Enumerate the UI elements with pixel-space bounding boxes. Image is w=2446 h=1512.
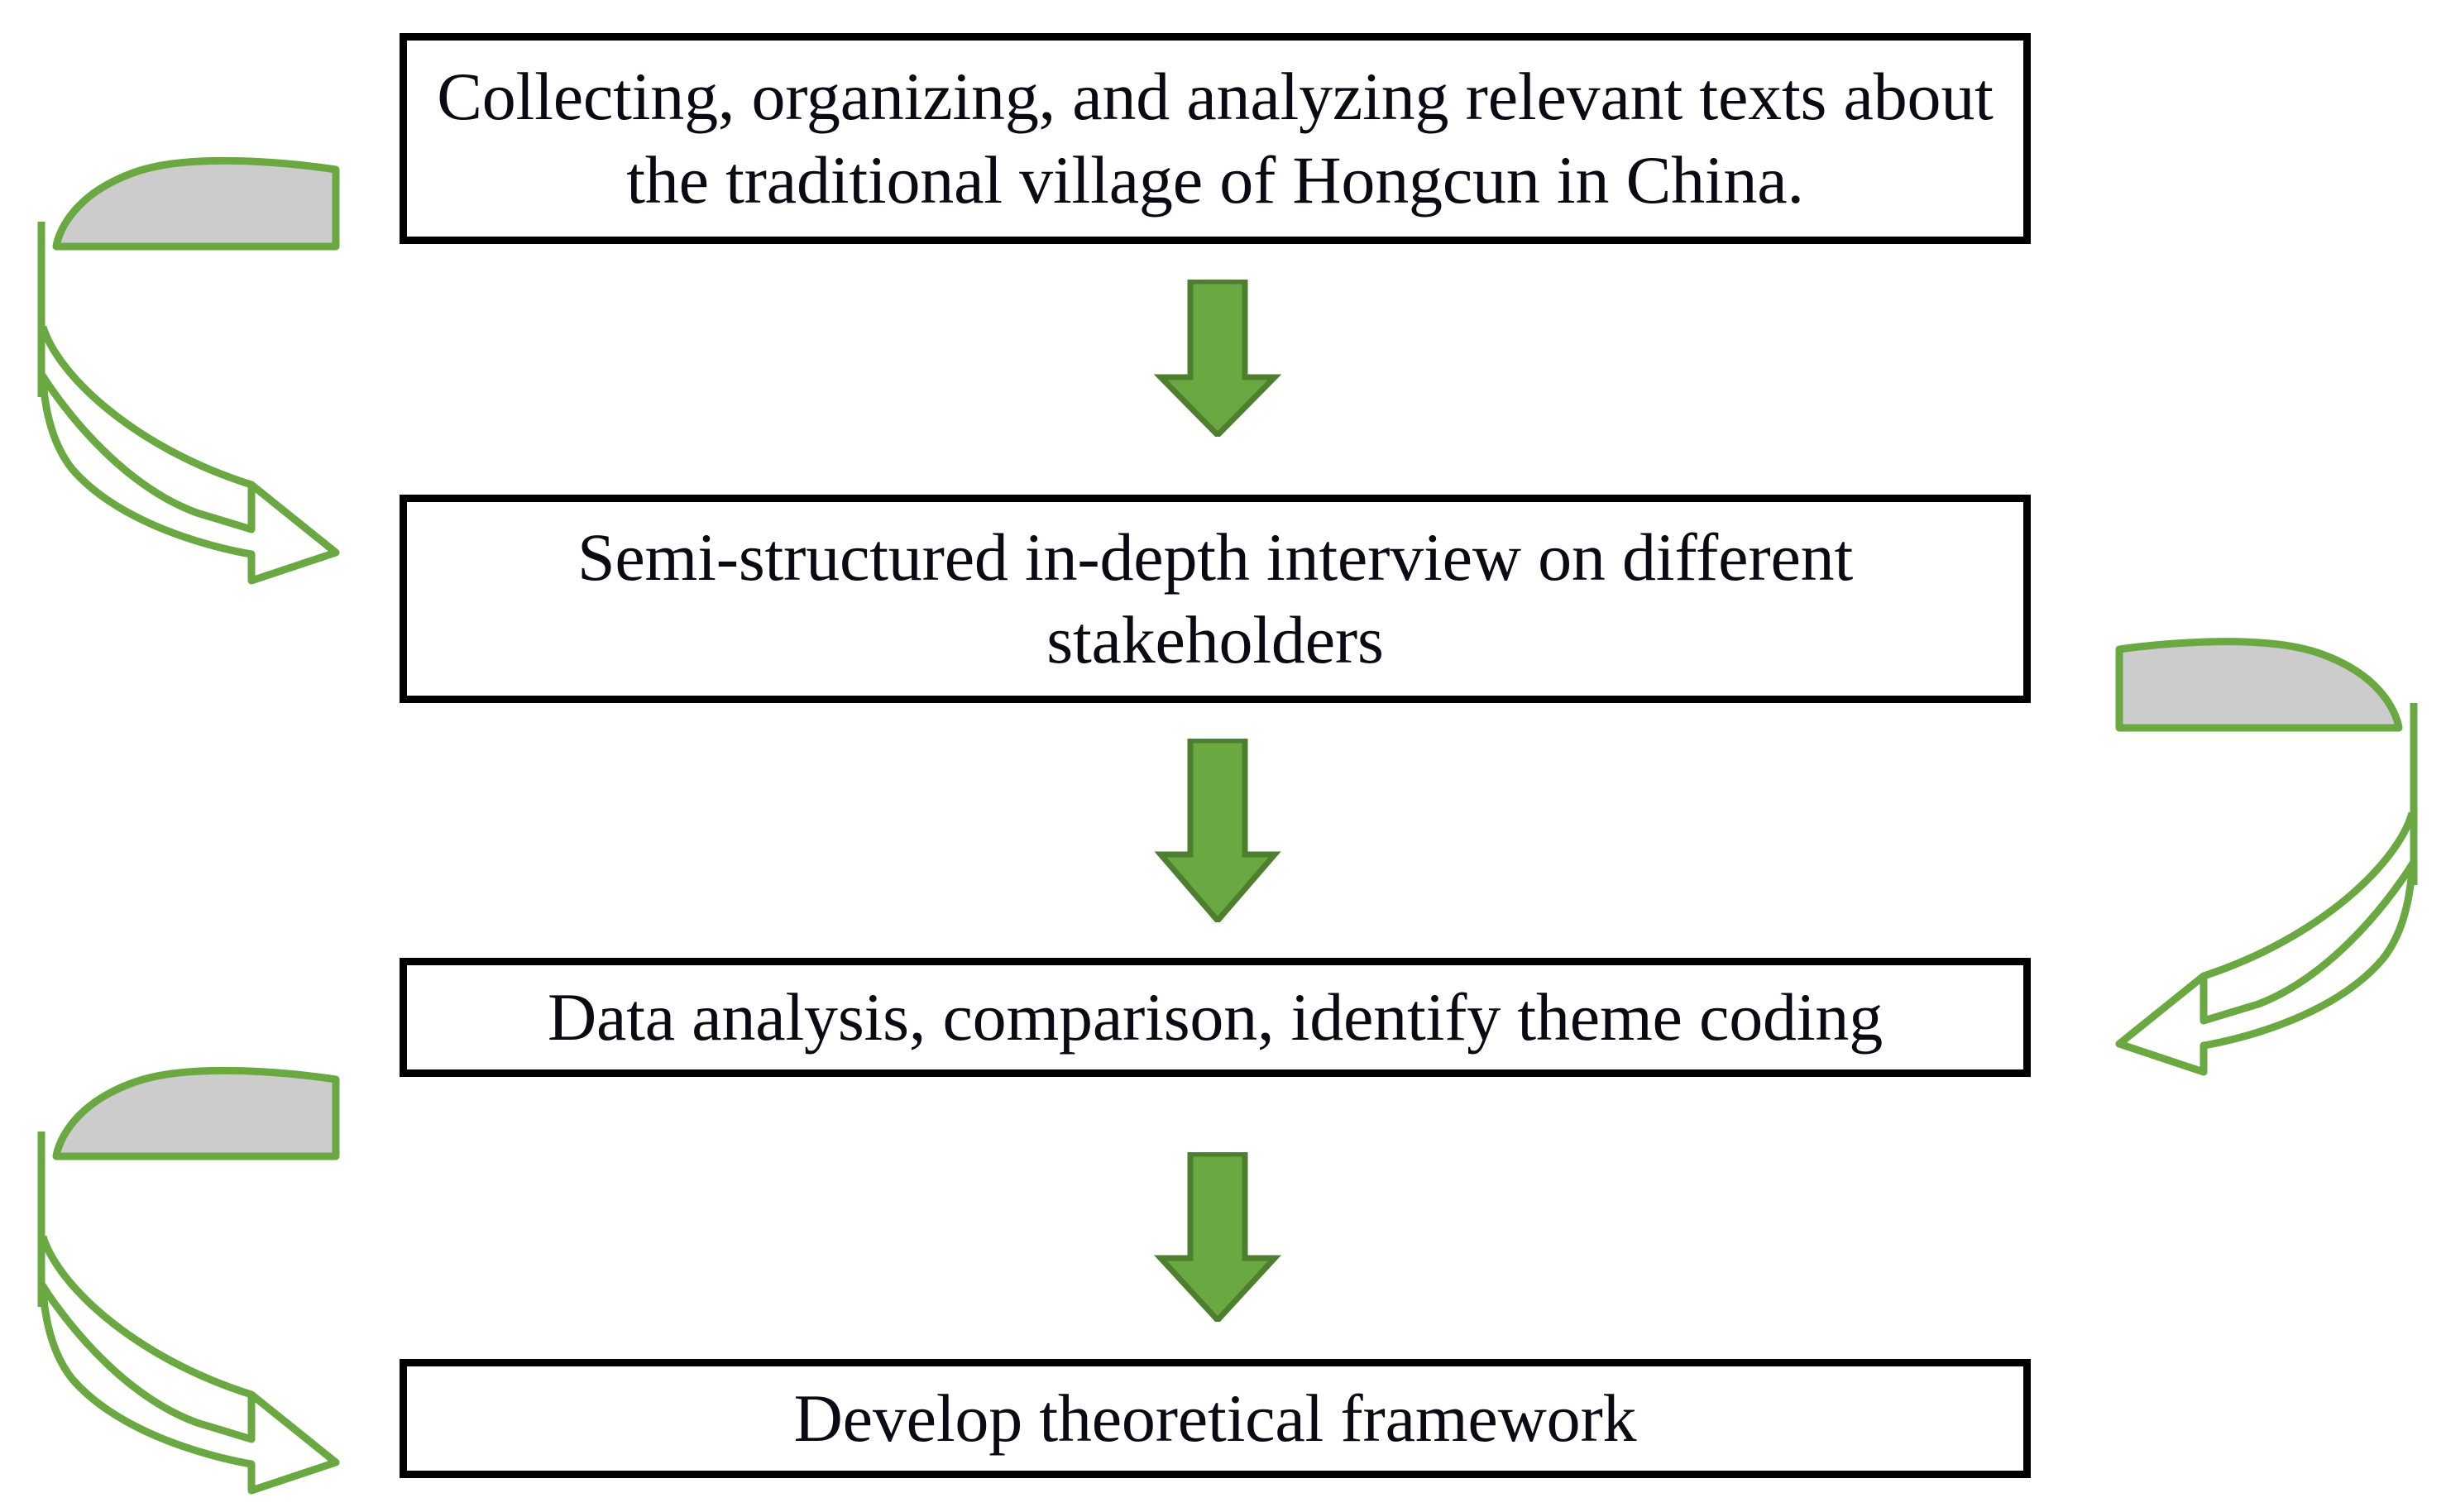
process-box-step-3[interactable]: Data analysis, comparison, identify them… (400, 958, 2031, 1077)
process-box-step-1[interactable]: Collecting, organizing, and analyzing re… (400, 33, 2031, 244)
process-box-step-4-label: Develop theoretical framework (793, 1380, 1637, 1456)
curved-loop-arrow-icon-right (2060, 604, 2446, 1084)
process-box-step-2-label: Semi-structured in-depth interview on di… (577, 519, 1854, 677)
process-box-step-1-label: Collecting, organizing, and analyzing re… (437, 59, 1994, 218)
process-box-step-2[interactable]: Semi-structured in-depth interview on di… (400, 495, 2031, 703)
down-arrow-icon-step3-to-step4 (1143, 1152, 1292, 1322)
curved-loop-arrow-icon-left-top (7, 124, 395, 587)
down-arrow-icon-step2-to-step3 (1143, 739, 1292, 922)
process-box-step-4[interactable]: Develop theoretical framework (400, 1359, 2031, 1478)
down-arrow-icon-step1-to-step2 (1143, 280, 1292, 437)
curved-loop-arrow-icon-left-bottom (7, 1034, 395, 1497)
process-box-step-3-label: Data analysis, comparison, identify them… (547, 978, 1884, 1055)
